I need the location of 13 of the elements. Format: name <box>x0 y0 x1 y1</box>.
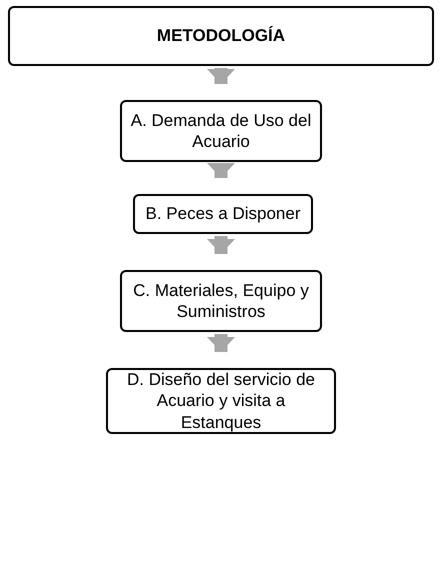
process-box <box>8 6 434 66</box>
process-box <box>120 270 322 332</box>
process-box <box>120 100 322 162</box>
box-label: B. Peces a Disponer <box>146 203 300 225</box>
process-box <box>106 368 336 434</box>
box-label: D. Diseño del servicio de Acuario y visita a Estanques <box>126 369 316 433</box>
box-label: C. Materiales, Equipo y Suministros <box>132 280 310 322</box>
box-label: A. Demanda de Uso del Acuario <box>130 110 312 152</box>
process-box <box>133 194 313 234</box>
arrow <box>207 68 235 84</box>
box-label: METODOLOGÍA <box>156 25 286 47</box>
arrow <box>207 236 235 254</box>
arrow <box>207 163 235 178</box>
